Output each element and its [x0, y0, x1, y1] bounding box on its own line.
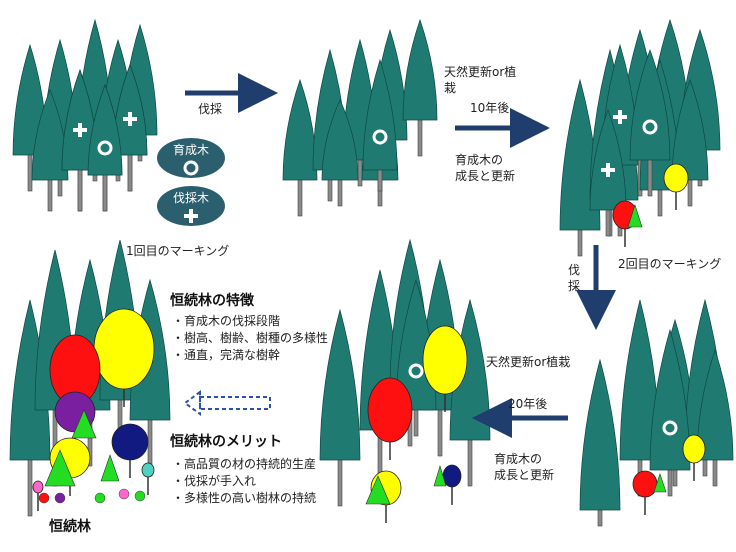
label-after-20: 20年後: [508, 397, 548, 411]
conifer-tree: [112, 64, 148, 156]
merits-item-3: ・多様性の高い樹林の持続: [172, 491, 317, 505]
trunk: [687, 175, 693, 207]
trunk: [27, 150, 33, 192]
trunk: [577, 225, 583, 257]
cross-marker-icon: [73, 123, 87, 137]
trunk: [27, 455, 33, 517]
broadleaf-tree: [442, 464, 462, 488]
conifer-tree: [282, 78, 318, 181]
circle-marker-icon: [642, 119, 658, 135]
conifer-tree: [629, 48, 671, 161]
label-after-10: 10年後: [470, 101, 510, 115]
trunk: [102, 170, 108, 212]
circle-marker-icon: [408, 363, 424, 379]
conifer-tree: [61, 68, 99, 171]
broadleaf-tree: [111, 423, 149, 461]
features-item-1: ・育成木の伐採段階: [172, 314, 281, 328]
seedling: [94, 492, 106, 504]
label-regen-bottom: 天然更新or植栽: [486, 355, 571, 369]
cross-marker-icon: [601, 163, 615, 177]
broadleaf-tree: [632, 470, 658, 498]
trunk: [667, 465, 673, 497]
trunk: [337, 455, 343, 507]
circle-marker-icon: [183, 160, 199, 176]
legend-cut-tree: 伐採木: [157, 186, 225, 226]
cross-marker-icon: [613, 110, 627, 124]
broadleaf-tree: [93, 308, 155, 390]
conifer-tree: [321, 99, 359, 181]
arrow-dashed-body: [199, 396, 271, 410]
legend-cut-label: 伐採木: [172, 191, 209, 205]
trunk: [605, 205, 611, 237]
label-harvest-1: 伐採: [198, 102, 223, 116]
circle-marker-icon: [662, 420, 678, 436]
features-item-2: ・樹高、樹齢、樹種の多様性: [172, 331, 329, 345]
trunk: [77, 165, 83, 212]
conifer-tree: [619, 299, 661, 461]
trunk: [657, 185, 663, 217]
young-tree: [71, 409, 97, 439]
conifer-tree: [31, 89, 69, 181]
conifer-tree: [649, 328, 691, 471]
merits-item-1: ・高品質の材の持続的生産: [172, 457, 317, 471]
young-tree: [433, 464, 447, 487]
label-continuous-forest: 恒続林: [49, 519, 91, 535]
label-harvest-2: 伐 採: [568, 263, 581, 293]
broadleaf-tree: [422, 325, 468, 395]
young-tree: [365, 475, 391, 505]
young-tree: [653, 473, 667, 493]
conifer-tree: [589, 108, 627, 211]
broadleaf-tree: [682, 434, 706, 464]
conifer-tree: [362, 58, 398, 171]
label-regen-top: 天然更新or植 栽: [444, 65, 517, 95]
circle-marker-icon: [372, 129, 388, 145]
label-growth-top: 育成木の 成長と更新: [455, 153, 516, 183]
label-growth-bottom: 育成木の 成長と更新: [494, 452, 555, 482]
seedling: [38, 492, 50, 504]
young-tree: [44, 449, 76, 487]
broadleaf-tree: [32, 480, 44, 494]
trunk: [417, 115, 423, 157]
cross-marker-icon: [123, 112, 137, 126]
trunk: [337, 175, 343, 207]
legend-keep-label: 育成木: [172, 143, 209, 157]
seedling: [54, 492, 66, 504]
conifer-tree: [671, 78, 709, 181]
broadleaf-tree: [367, 377, 413, 443]
cross-marker-icon: [184, 209, 198, 223]
trunk: [357, 155, 363, 187]
arrows-layer: [183, 73, 616, 438]
label-marking-1: 1回目のマーキング: [126, 244, 230, 258]
label-marking-2: 2回目のマーキング: [618, 257, 722, 271]
circle-marker-icon: [97, 140, 113, 156]
trunk: [127, 150, 133, 192]
seedling: [134, 490, 146, 502]
trunk: [467, 435, 473, 487]
conifer-tree: [696, 348, 734, 461]
merits-item-2: ・伐採が手入れ: [172, 474, 257, 488]
trees-layer: [9, 18, 734, 527]
trunk: [413, 405, 419, 437]
arrow-dashed-head: [183, 390, 201, 416]
features-title: 恒続林の特徴: [170, 293, 254, 309]
trunk: [712, 455, 718, 487]
conifer-tree: [87, 84, 123, 176]
trunk: [47, 175, 53, 212]
broadleaf-tree: [141, 462, 155, 478]
trunk: [437, 405, 443, 457]
seedling: [118, 488, 130, 500]
young-tree: [627, 204, 643, 228]
young-tree: [100, 454, 120, 482]
trunk: [647, 155, 653, 197]
trunk: [297, 175, 303, 217]
broadleaf-tree: [663, 163, 689, 193]
conifer-tree: [319, 308, 361, 461]
merits-title: 恒続林のメリット: [170, 434, 282, 450]
legend-keep-tree: 育成木: [157, 138, 225, 178]
conifer-tree: [402, 18, 438, 121]
conifer-tree: [579, 358, 621, 511]
features-item-3: ・通直，完満な樹幹: [172, 348, 281, 362]
